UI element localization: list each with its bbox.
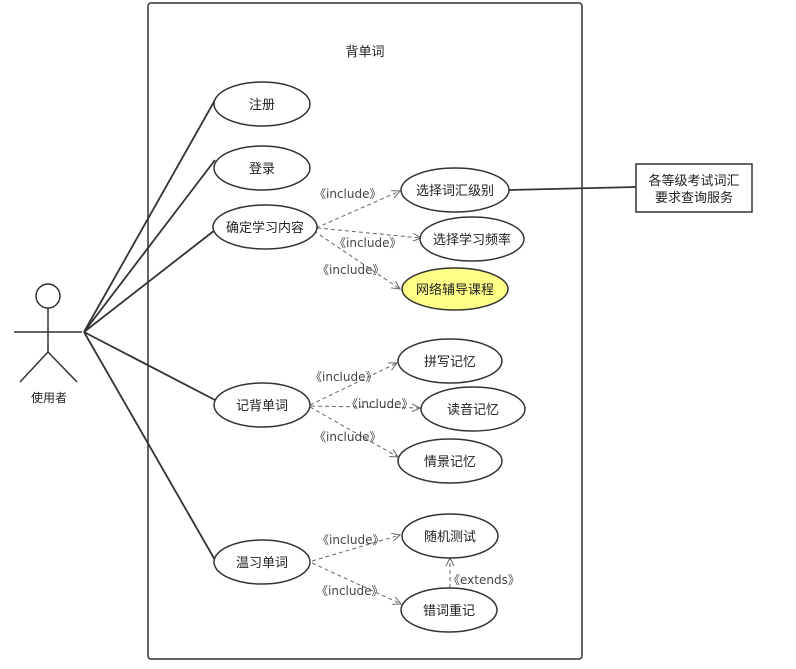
use-case-memorize-shape[interactable] (213, 382, 311, 428)
use-case-determine-content-label: 确定学习内容 (226, 220, 304, 236)
use-case-register-label: 注册 (249, 98, 275, 113)
use-case-choose-frequency-label: 选择学习频率 (433, 232, 511, 248)
system-title: 背单词 (345, 45, 384, 60)
use-case-register[interactable]: 注册 (213, 81, 311, 127)
assoc-review (83, 331, 216, 561)
include-line-random-test (311, 535, 400, 562)
include-line-wrong-review (311, 562, 401, 604)
include-line-online-course (313, 230, 400, 289)
use-case-determine-content[interactable]: 确定学习内容 (212, 204, 318, 250)
use-case-login-label: 登录 (249, 162, 275, 177)
include-line-scenario (309, 406, 398, 457)
actor-user: 使用者 (14, 283, 82, 405)
use-case-random-test-label: 随机测试 (424, 530, 476, 545)
use-case-login[interactable]: 登录 (213, 145, 311, 191)
label-include-random-test: 《include》 (317, 533, 384, 547)
label-include-scenario: 《include》 (314, 430, 381, 444)
label-include-online-course: 《include》 (317, 263, 384, 277)
external-service[interactable]: 各等级考试词汇 要求查询服务 (635, 163, 753, 213)
label-include-pronunciation: 《include》 (346, 397, 413, 411)
use-case-determine-content-shape[interactable] (212, 204, 318, 250)
use-case-online-course[interactable]: 网络辅导课程 (401, 267, 509, 311)
use-case-pronunciation-shape[interactable] (420, 386, 526, 432)
use-case-pronunciation-label: 读音记忆 (447, 402, 499, 418)
include-line-choose-level (315, 191, 400, 229)
use-case-spelling[interactable]: 拼写记忆 (397, 338, 503, 384)
system-boundary (147, 2, 583, 660)
use-case-wrong-review-shape[interactable] (400, 587, 498, 633)
assoc-login (83, 159, 216, 333)
assoc-determine-content (83, 229, 216, 333)
use-case-spelling-label: 拼写记忆 (424, 354, 476, 370)
external-service-box[interactable] (635, 163, 753, 213)
relation-labels: 《include》 《include》 《include》 《include》 … (310, 187, 520, 598)
use-case-wrong-review[interactable]: 错词重记 (400, 587, 498, 633)
use-case-random-test-shape[interactable] (401, 513, 499, 559)
external-service-line1: 各等级考试词汇 (648, 173, 739, 189)
use-case-review-label: 温习单词 (236, 556, 288, 571)
label-include-choose-level: 《include》 (314, 187, 381, 201)
label-extends-wrong-review: 《extends》 (448, 573, 520, 587)
use-case-wrong-review-label: 错词重记 (423, 603, 475, 619)
use-case-online-course-shape[interactable] (401, 267, 509, 311)
use-case-choose-frequency-shape[interactable] (419, 216, 525, 262)
include-line-choose-frequency (316, 227, 421, 238)
use-case-choose-frequency[interactable]: 选择学习频率 (419, 216, 525, 262)
assoc-external-service (508, 186, 637, 191)
use-case-login-shape[interactable] (213, 145, 311, 191)
actor-label: 使用者 (31, 390, 67, 405)
use-case-random-test[interactable]: 随机测试 (401, 513, 499, 559)
external-service-line2: 要求查询服务 (655, 190, 733, 206)
use-case-review-shape[interactable] (213, 539, 311, 585)
actor-leg-right (47, 351, 78, 383)
use-case-scenario-label: 情景记忆 (424, 454, 476, 470)
include-relations (309, 191, 450, 604)
use-case-memorize-label: 记背单词 (236, 399, 288, 414)
associations (83, 99, 216, 561)
use-case-choose-level[interactable]: 选择词汇级别 (400, 167, 510, 213)
actor-head (35, 283, 61, 309)
use-case-scenario[interactable]: 情景记忆 (397, 438, 503, 484)
use-case-register-shape[interactable] (213, 81, 311, 127)
label-include-spelling: 《include》 (310, 370, 377, 384)
assoc-memorize (83, 331, 216, 401)
use-case-review[interactable]: 温习单词 (213, 539, 311, 585)
use-case-choose-level-label: 选择词汇级别 (416, 184, 494, 199)
label-include-wrong-review: 《include》 (316, 584, 383, 598)
include-line-spelling (309, 363, 397, 406)
actor-leg-left (19, 351, 49, 383)
use-case-pronunciation[interactable]: 读音记忆 (420, 386, 526, 432)
label-include-choose-frequency: 《include》 (334, 236, 401, 250)
use-case-spelling-shape[interactable] (397, 338, 503, 384)
use-case-scenario-shape[interactable] (397, 438, 503, 484)
use-case-memorize[interactable]: 记背单词 (213, 382, 311, 428)
use-case-choose-level-shape[interactable] (400, 167, 510, 213)
use-case-online-course-label: 网络辅导课程 (416, 282, 494, 298)
assoc-register (83, 99, 216, 333)
